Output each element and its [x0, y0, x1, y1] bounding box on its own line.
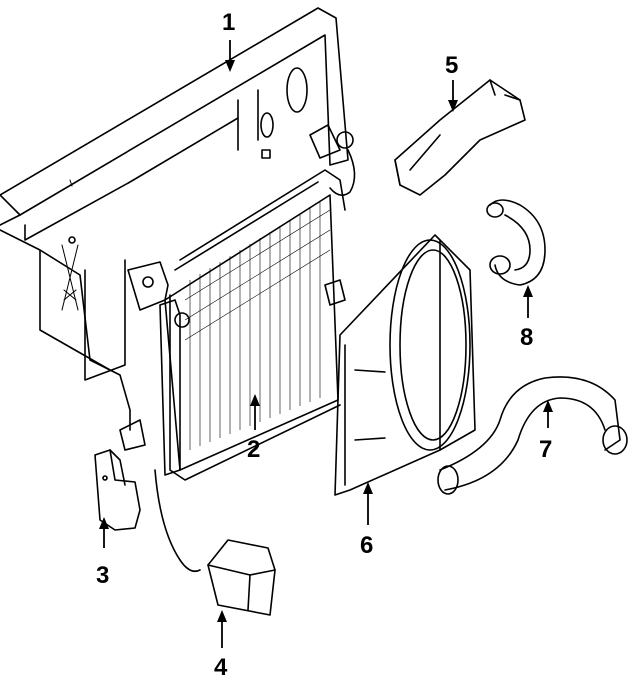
callout-8: 8: [520, 324, 533, 351]
callout-7: 7: [539, 436, 552, 463]
lower-hose: [437, 376, 628, 495]
radiator-core-fins: [184, 202, 331, 450]
radiator-support-panel: [0, 7, 349, 431]
radiator: [119, 124, 356, 573]
callout-2: 2: [247, 436, 260, 463]
bracket: [94, 449, 141, 531]
callout-5: 5: [445, 52, 458, 79]
callout-1: 1: [222, 9, 235, 36]
coolant-reservoir: [207, 539, 276, 616]
upper-hose: [486, 199, 546, 286]
leader-lines: [99, 40, 553, 648]
fan-shroud: [334, 234, 476, 496]
callout-4: 4: [214, 654, 228, 681]
callout-3: 3: [96, 562, 109, 589]
callout-6: 6: [360, 532, 373, 559]
fan-shroud-upper: [394, 79, 526, 196]
